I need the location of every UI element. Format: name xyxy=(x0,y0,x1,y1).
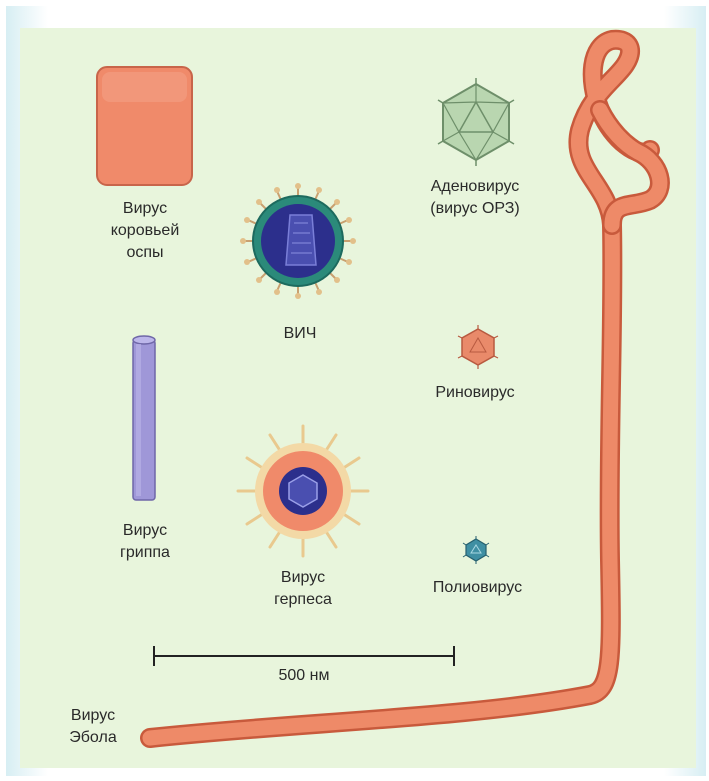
rhinovirus-shape xyxy=(458,325,498,369)
herpes-label: Вирус герпеса xyxy=(258,567,348,611)
influenza-virus-shape xyxy=(133,336,155,500)
hiv-label: ВИЧ xyxy=(265,323,335,345)
ebola-label-line2: Эбола xyxy=(58,727,128,749)
adenovirus-label-line1: Аденовирус xyxy=(405,176,545,198)
adenovirus-shape xyxy=(438,78,514,166)
ebola-label: Вирус Эбола xyxy=(58,705,128,749)
influenza-label: Вирус гриппа xyxy=(100,520,190,564)
ebola-virus-shape xyxy=(150,40,660,738)
ebola-label-line1: Вирус xyxy=(58,705,128,727)
influenza-label-line2: гриппа xyxy=(100,542,190,564)
herpes-virus-shape xyxy=(238,426,368,556)
vaccinia-virus-shape xyxy=(97,67,192,185)
adenovirus-label: Аденовирус (вирус ОРЗ) xyxy=(405,176,545,220)
poliovirus-shape xyxy=(463,536,489,564)
adenovirus-label-line2: (вирус ОРЗ) xyxy=(405,198,545,220)
vaccinia-label-line2: коровьей xyxy=(100,220,190,242)
herpes-label-line1: Вирус xyxy=(258,567,348,589)
vaccinia-label-line1: Вирус xyxy=(100,198,190,220)
poliovirus-label: Полиовирус xyxy=(405,577,550,599)
scale-bar xyxy=(154,646,454,666)
vaccinia-label-line3: оспы xyxy=(100,242,190,264)
rhinovirus-label: Риновирус xyxy=(410,382,540,404)
vaccinia-label: Вирус коровьей оспы xyxy=(100,198,190,264)
influenza-label-line1: Вирус xyxy=(100,520,190,542)
herpes-label-line2: герпеса xyxy=(258,589,348,611)
hiv-virus-shape xyxy=(240,183,356,299)
scale-bar-label: 500 нм xyxy=(254,665,354,687)
